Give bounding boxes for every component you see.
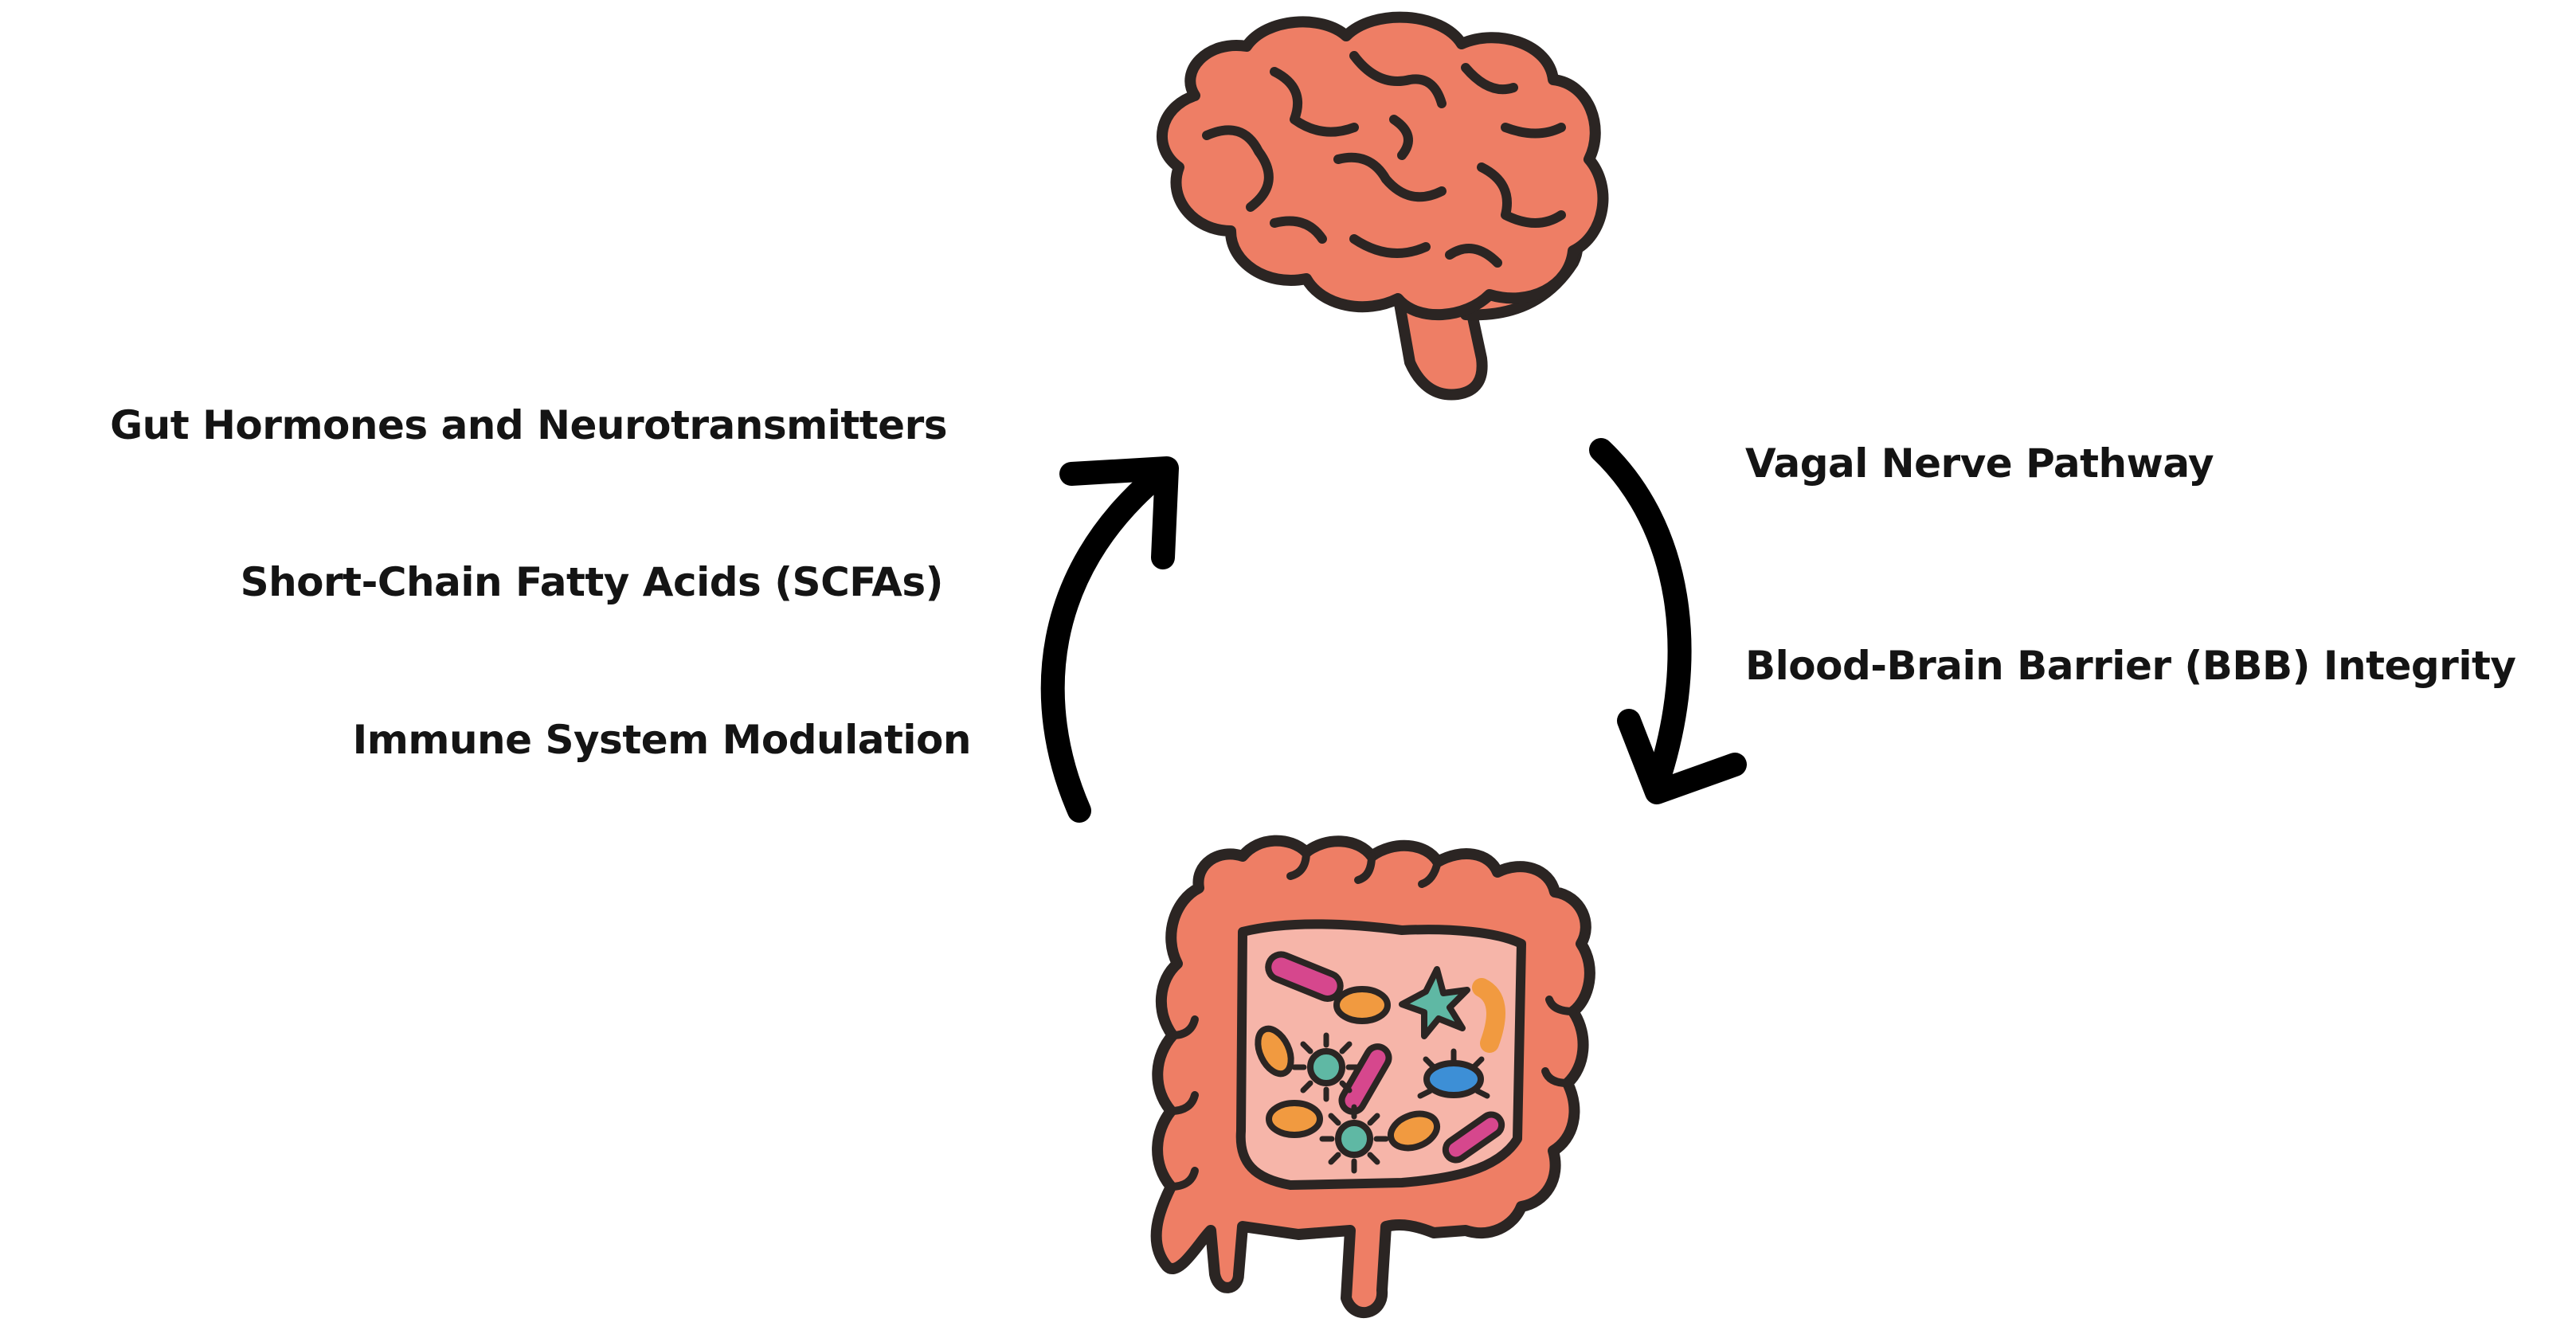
gut-to-brain-arrow-icon [1040, 456, 1179, 823]
pathway-label-gut-hormones: Gut Hormones and Neurotransmitters [110, 402, 947, 448]
pathway-label-vagal-nerve: Vagal Nerve Pathway [1745, 440, 2214, 487]
pathway-label-immune-modulation: Immune System Modulation [352, 717, 972, 763]
pathway-label-scfas: Short-Chain Fatty Acids (SCFAs) [240, 559, 944, 605]
brain-icon [1156, 11, 1609, 401]
pathway-label-bbb-integrity: Blood-Brain Barrier (BBB) Integrity [1745, 643, 2516, 689]
intestine-microbiome-icon [1150, 835, 1595, 1318]
brain-to-gut-arrow-icon [1589, 438, 1747, 804]
